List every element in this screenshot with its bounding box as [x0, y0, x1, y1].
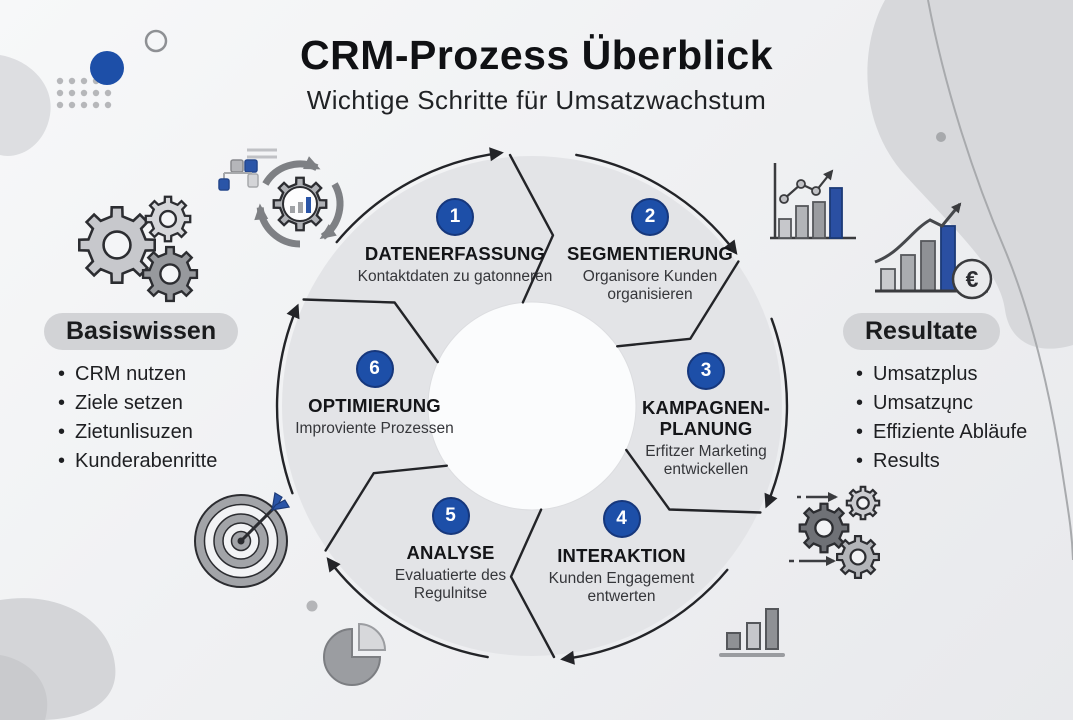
page-subtitle: Wichtige Schritte für Umsatzwachstum [306, 85, 767, 115]
step-number-badge: 4 [602, 500, 641, 538]
step-number-badge: 1 [436, 198, 474, 236]
step-1: 1 DATENERFASSUNG Kontaktdaten zu gatonne… [355, 198, 555, 286]
step-3: 3 KAMPAGNEN-PLANUNG Erfitzer Marketing e… [626, 352, 786, 479]
step-description: Evaluatierte des Regulnitse [394, 567, 507, 602]
step-title: OPTIMIERUNG [308, 395, 441, 416]
left-panel-title: Basiswissen [44, 313, 239, 350]
list-item: Ziele setzen [58, 389, 288, 418]
cycle-diagram [275, 147, 789, 665]
list-item: Effiziente Abläufe [856, 418, 1071, 447]
right-panel-title: Resultate [843, 313, 1000, 350]
step-description: Organisore Kunden organisieren [582, 268, 718, 303]
gray-dot-decoration [936, 132, 946, 142]
step-title: DATENERFASSUNG [364, 243, 546, 264]
list-item: Kunderabenritte [58, 447, 288, 476]
step-6: 6 OPTIMIERUNG Improviente Prozessen [287, 350, 462, 438]
list-item-label: Kunderabenritte [75, 450, 218, 472]
step-number-badge: 3 [687, 352, 725, 390]
list-item-label: CRM nutzen [75, 363, 187, 385]
list-item-label: Results [873, 450, 940, 472]
step-title: KAMPAGNEN-PLANUNG [641, 397, 771, 439]
header: CRM-Prozess Überblick Wichtige Schritte … [0, 0, 1073, 116]
mini-bar-chart-icon [719, 608, 785, 657]
list-item: Zietunlisuzen [58, 418, 288, 447]
pie-chart-icon [323, 622, 387, 686]
step-title: ANALYSE [406, 542, 495, 563]
list-item: CRM nutzen [58, 360, 288, 389]
step-title: SEGMENTIERUNG [566, 243, 734, 264]
step-number-badge: 6 [355, 350, 394, 388]
circular-arrows-icon [254, 156, 344, 248]
step-description: Improviente Prozessen [295, 420, 454, 437]
list-item: Results [856, 447, 1071, 476]
list-item-label: Umsatzųnc [873, 392, 974, 414]
left-panel-list: CRM nutzen Ziele setzen Zietunlisuzen Ku… [58, 360, 288, 476]
gears-icon [78, 195, 199, 303]
org-chart-icon [218, 148, 277, 191]
segment-dividers [302, 153, 762, 659]
step-description: Erfitzer Marketing entwickellen [645, 443, 767, 478]
growth-euro-chart-icon: € [874, 202, 993, 300]
step-2: 2 SEGMENTIERUNG Organisore Kunden organi… [550, 198, 750, 304]
step-number-badge: 5 [431, 497, 470, 535]
step-5: 5 ANALYSE Evaluatierte des Regulnitse [363, 497, 538, 603]
list-item: Umsatzplus [856, 360, 1071, 389]
blue-dot-decoration [90, 51, 124, 85]
gears-arrows-icon [789, 485, 881, 579]
ring-decoration [144, 29, 168, 53]
page-title: CRM-Prozess Überblick [299, 32, 773, 78]
gray-dot-decoration [306, 600, 318, 612]
right-panel-list: Umsatzplus Umsatzųnc Effiziente Abläufe … [856, 360, 1071, 476]
list-item: Umsatzųnc [856, 389, 1071, 418]
list-item-label: Ziele setzen [75, 392, 183, 414]
target-dart-icon [194, 491, 291, 588]
step-description: Kontaktdaten zu gatonneren [357, 268, 553, 285]
step-number-badge: 2 [631, 198, 669, 236]
step-title: INTERAKTION [557, 545, 686, 566]
euro-symbol: € [966, 266, 979, 292]
list-item-label: Zietunlisuzen [75, 421, 193, 443]
step-4: 4 INTERAKTION Kunden Engagement entwerte… [524, 500, 719, 606]
step-description: Kunden Engagement entwerten [548, 570, 695, 605]
list-item-label: Umsatzplus [873, 363, 978, 385]
bar-chart-trend-icon [770, 163, 856, 240]
list-item-label: Effiziente Abläufe [873, 421, 1028, 443]
